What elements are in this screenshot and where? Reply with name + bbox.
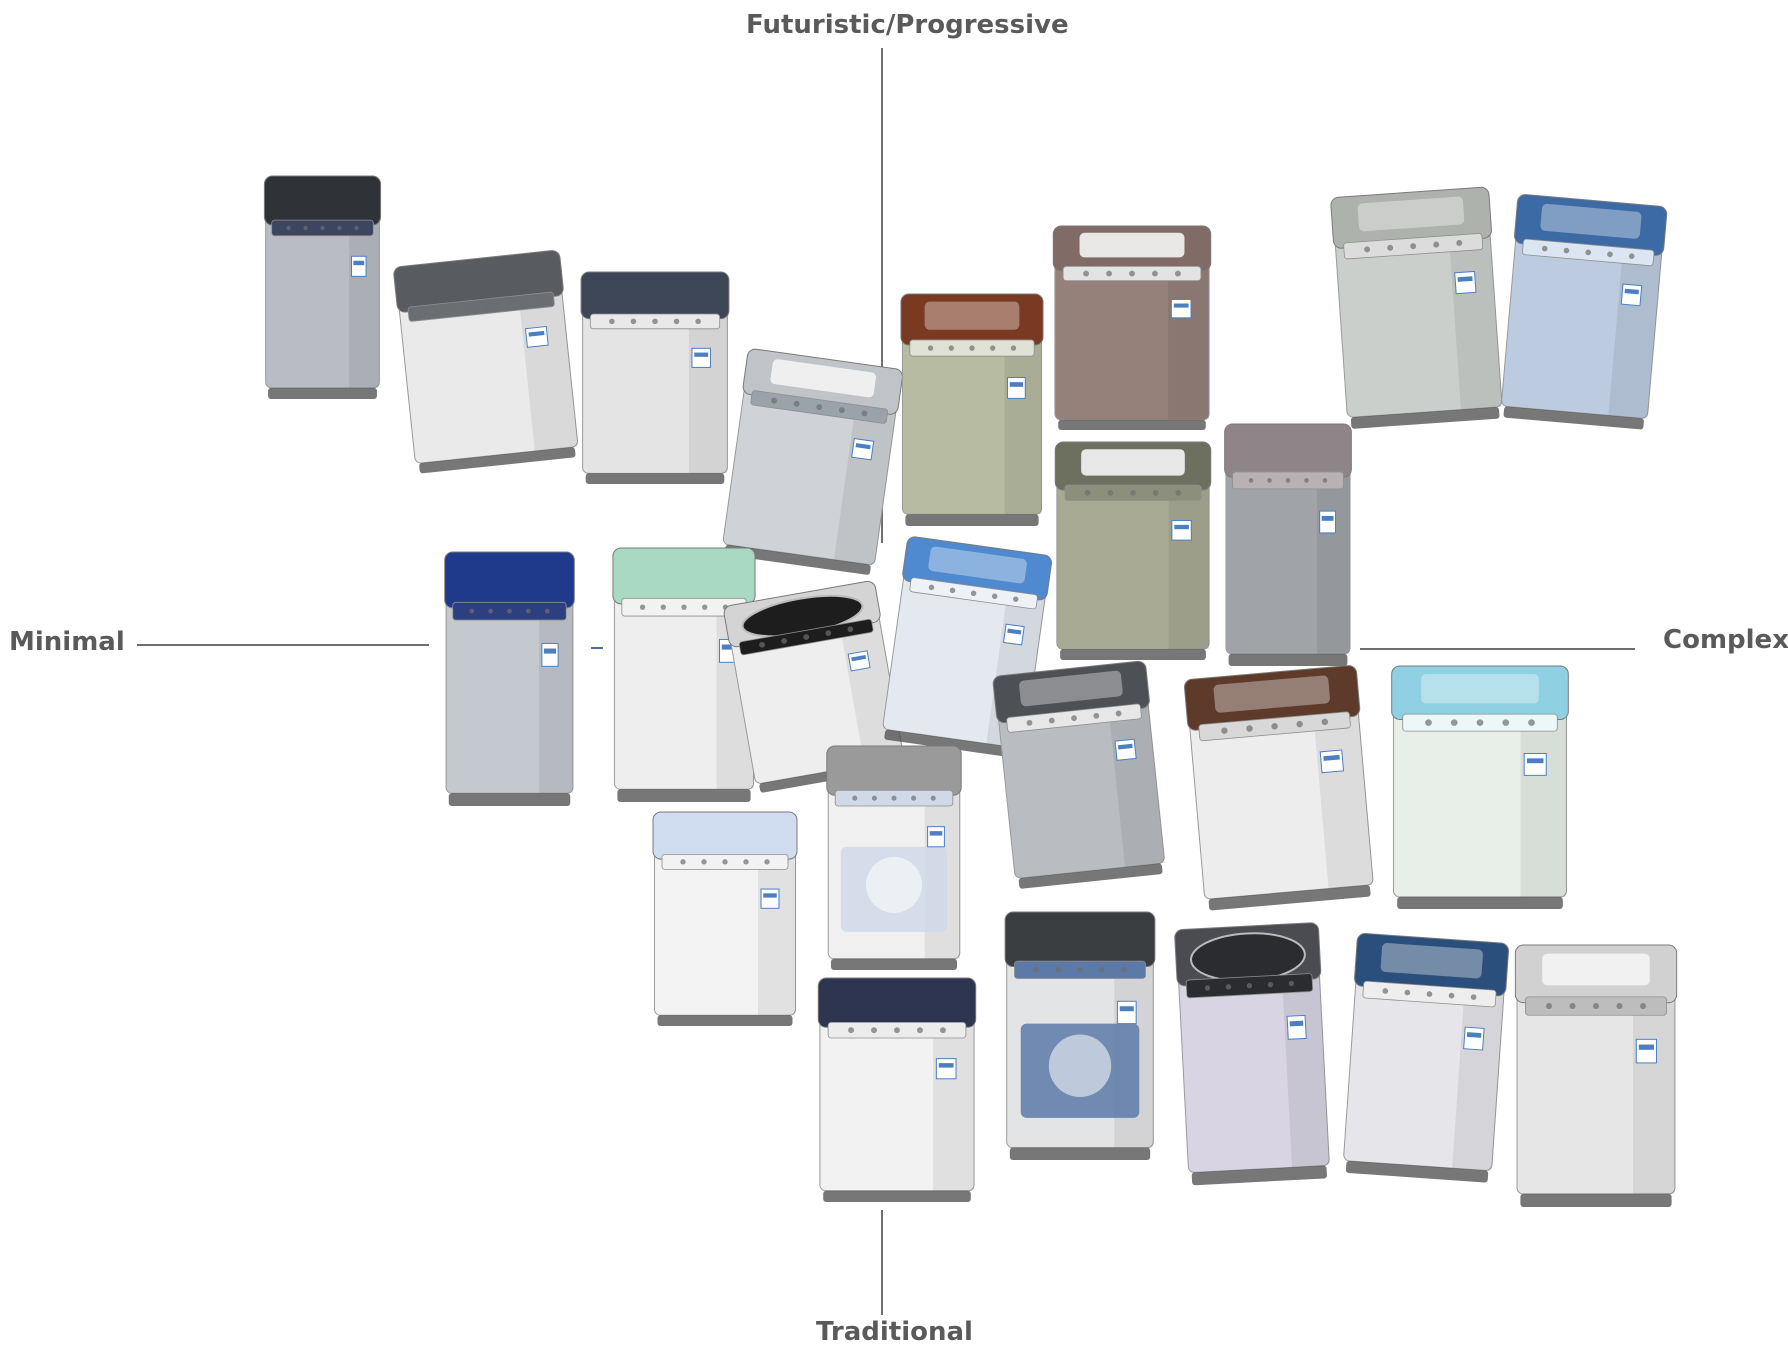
washing-machine-image [1327,186,1508,430]
washing-machine-icon [900,293,1044,526]
axis-label-bottom: Traditional [816,1317,973,1347]
washing-machine-icon [722,348,903,575]
washing-machine-image [1052,441,1214,660]
washing-machine-icon [1054,441,1212,660]
washing-machine-icon [1174,922,1330,1186]
washing-machine-image [1002,911,1158,1160]
washing-machine-image [824,745,964,970]
washing-machine-icon [1391,665,1569,909]
washing-machine-image [1496,194,1671,431]
washing-machine-icon [444,551,575,806]
washing-machine-icon [393,250,579,474]
horizontal-axis-left [137,644,429,646]
washing-machine-icon [826,745,962,970]
axis-label-left: Minimal [9,627,125,657]
washing-machine-icon [263,175,382,399]
washing-machine-icon [1330,186,1503,429]
washing-machine-image [1222,423,1354,666]
vertical-axis-upper [881,48,883,543]
axis-label-right: Complex [1663,625,1788,655]
washing-machine-icon [992,660,1165,889]
washing-machine-image [898,293,1046,526]
horizontal-axis-tick [591,647,603,649]
washing-machine-image [1050,225,1214,430]
washing-machine-image [1388,665,1572,909]
washing-machine-image [815,977,979,1202]
axis-label-top: Futuristic/Progressive [746,10,1069,40]
washing-machine-image [442,551,577,806]
washing-machine-image [989,660,1170,890]
washing-machine-image [650,811,800,1026]
horizontal-axis-right [1360,648,1635,650]
washing-machine-image [1171,922,1334,1186]
washing-machine-icon [1514,944,1678,1207]
washing-machine-image [716,348,906,577]
washing-machine-icon [1052,225,1212,430]
washing-machine-icon [1501,194,1668,430]
washing-machine-icon [580,271,730,484]
washing-machine-icon [817,977,977,1202]
washing-machine-icon [1224,423,1352,666]
washing-machine-icon [1004,911,1156,1160]
washing-machine-image [390,249,585,474]
washing-machine-icon [652,811,798,1026]
washing-machine-icon [612,547,756,802]
washing-machine-image [578,271,732,484]
vertical-axis-lower [881,1210,883,1315]
washing-machine-image [1180,665,1380,912]
washing-machine-image [262,175,383,399]
washing-machine-icon [1343,933,1509,1183]
washing-machine-image [610,547,758,802]
washing-machine-image [1512,944,1680,1207]
washing-machine-image [1338,933,1512,1183]
washing-machine-icon [1183,665,1374,911]
